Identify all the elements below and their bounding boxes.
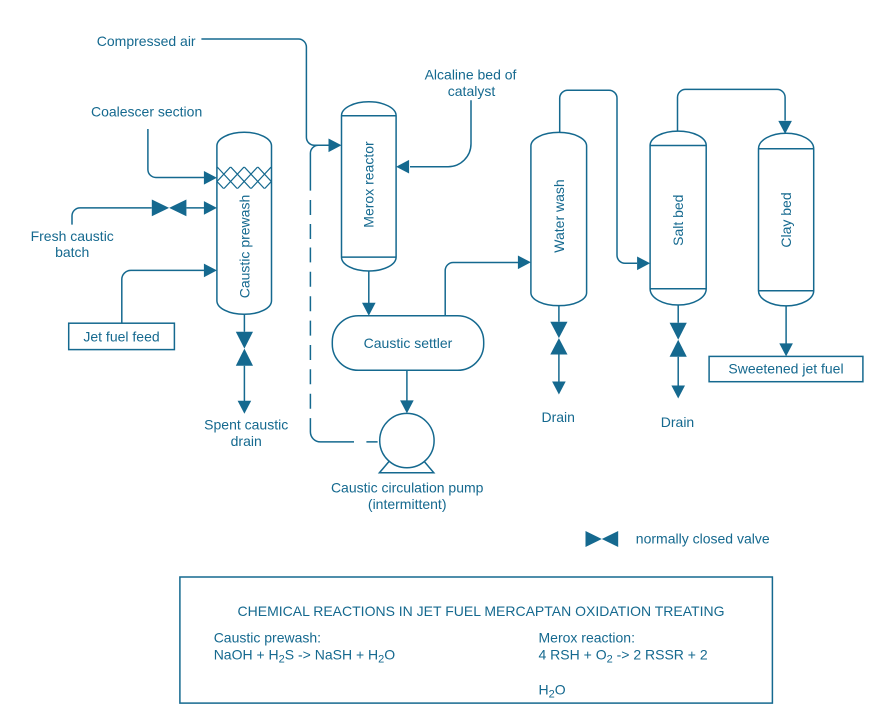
svg-text:Spent caustic: Spent caustic (204, 417, 288, 433)
svg-text:batch: batch (55, 244, 89, 260)
svg-text:Caustic circulation pump: Caustic circulation pump (331, 480, 484, 496)
svg-text:Drain: Drain (661, 414, 694, 430)
svg-text:Caustic prewash:: Caustic prewash: (214, 630, 321, 646)
svg-text:normally closed valve: normally closed valve (636, 531, 770, 547)
svg-text:Jet fuel feed: Jet fuel feed (83, 329, 159, 345)
svg-text:Coalescer section: Coalescer section (91, 103, 202, 119)
svg-text:Clay bed: Clay bed (778, 192, 794, 247)
svg-text:Drain: Drain (541, 409, 574, 425)
svg-text:(intermittent): (intermittent) (368, 496, 447, 512)
svg-text:Alcaline bed of: Alcaline bed of (425, 67, 517, 83)
svg-text:Fresh caustic: Fresh caustic (31, 228, 114, 244)
svg-text:Sweetened jet fuel: Sweetened jet fuel (728, 361, 843, 377)
svg-text:Caustic settler: Caustic settler (364, 335, 453, 351)
svg-text:Salt bed: Salt bed (670, 195, 686, 246)
svg-text:CHEMICAL REACTIONS IN JET FUEL: CHEMICAL REACTIONS IN JET FUEL MERCAPTAN… (238, 603, 725, 619)
svg-text:Compressed air: Compressed air (97, 33, 196, 49)
svg-text:Water wash: Water wash (551, 179, 567, 252)
svg-text:drain: drain (231, 433, 262, 449)
svg-text:catalyst: catalyst (448, 83, 496, 99)
svg-text:Caustic prewash: Caustic prewash (236, 195, 252, 299)
svg-text:H2O: H2O (539, 682, 566, 701)
svg-text:4 RSH + O2 -> 2 RSSR + 2: 4 RSH + O2 -> 2 RSSR + 2 (539, 647, 708, 666)
svg-text:NaOH + H2S -> NaSH + H2O: NaOH + H2S -> NaSH + H2O (214, 647, 396, 666)
svg-text:Merox reactor: Merox reactor (361, 141, 377, 228)
svg-text:Merox reaction:: Merox reaction: (539, 630, 635, 646)
